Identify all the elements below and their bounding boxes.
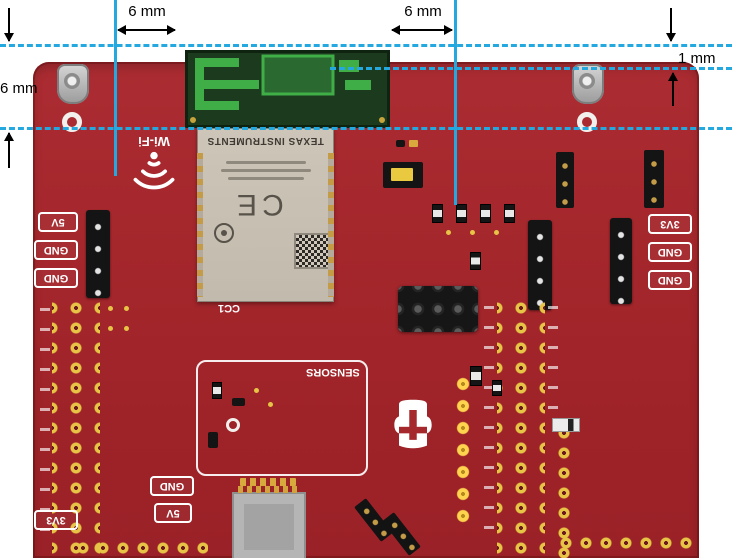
module-fine-print: [221, 169, 311, 172]
rf-module-shield: TEXAS INSTRUMENTS CE: [197, 128, 334, 302]
solder-pad: [494, 230, 499, 235]
solder-pad: [268, 402, 273, 407]
ce-mark: CE: [232, 188, 284, 221]
pin-name-silkscreen: [40, 308, 50, 538]
pin-label-gnd: GND: [648, 242, 692, 262]
wifi-antenna-icon: [126, 150, 182, 202]
pad-column-left: [52, 298, 100, 558]
smd-component: [232, 398, 245, 406]
smd-resistor: [480, 204, 491, 223]
smd-resistor: [456, 204, 467, 223]
pin-label-gnd: GND: [34, 240, 78, 260]
module-designator-label: CC1: [218, 302, 241, 314]
jumper-shunt: [391, 168, 413, 181]
pad-column-center: [450, 370, 476, 530]
dimension-label-right: 1 mm: [678, 50, 716, 67]
switch-component: [644, 150, 664, 208]
dimension-arrow-down-left: [4, 8, 14, 42]
smd-component: [409, 140, 418, 147]
metal-standoff: [572, 64, 604, 104]
pin-label-3v3: 3V3: [34, 510, 78, 530]
guide-line-top: [0, 44, 732, 47]
guide-line-module-top: [330, 67, 732, 70]
pad-strip: [240, 478, 296, 486]
dimension-arrow-up-right: [668, 72, 678, 106]
solder-pad: [446, 230, 451, 235]
pin-label-3v3: 3V3: [648, 214, 692, 234]
pin-label-5v: 5V: [154, 503, 192, 523]
solder-pad: [108, 326, 113, 331]
sensors-label: SENSORS: [306, 366, 360, 378]
dimension-arrow-up-left: [4, 132, 14, 168]
module-fine-print: [228, 177, 304, 180]
guide-line-vertical-right: [454, 0, 457, 205]
power-header-left: [86, 210, 110, 298]
solder-pad: [124, 306, 129, 311]
metal-standoff: [57, 64, 89, 104]
switch-component: [556, 152, 574, 208]
certification-logo-icon: [214, 223, 234, 243]
ic-chip: [232, 486, 306, 558]
pcb-board: [33, 62, 699, 558]
guide-line-board-edge: [0, 127, 732, 130]
smd-component: [208, 432, 218, 448]
pad-row-bottom-right: [556, 532, 696, 554]
guide-line-vertical-left: [114, 0, 117, 176]
aux-header-right: [610, 218, 632, 304]
pin-label-gnd: GND: [648, 270, 692, 290]
pin-label-gnd: GND: [150, 476, 194, 496]
dimension-arrow-top-right: [391, 25, 453, 35]
smd-resistor: [212, 382, 222, 399]
pad-column-right: [497, 298, 545, 558]
solder-pad: [254, 388, 259, 393]
antenna-trace-art: [185, 50, 390, 128]
header-2x4: [398, 286, 478, 332]
smd-component: [396, 140, 405, 147]
dimension-arrow-down-right: [666, 8, 676, 42]
smd-resistor: [504, 204, 515, 223]
test-point: [226, 418, 240, 432]
antenna-pcb: [185, 50, 390, 128]
smd-resistor: [432, 204, 443, 223]
dimension-label-top-right: 6 mm: [404, 3, 442, 20]
pin-label-gnd: GND: [34, 268, 78, 288]
module-brand-text: TEXAS INSTRUMENTS: [207, 135, 324, 146]
smd-resistor: [470, 252, 481, 270]
dimension-label-top-left: 6 mm: [128, 3, 166, 20]
pad-row-bottom-left: [78, 538, 208, 558]
dimension-arrow-top-left: [117, 25, 176, 35]
dimension-label-left: 6 mm: [0, 80, 38, 97]
pin-name-silkscreen: [548, 306, 558, 416]
module-fine-print: [226, 161, 306, 164]
power-header-right: [528, 220, 552, 310]
solder-pad: [108, 306, 113, 311]
pin-label-5v: 5V: [38, 212, 78, 232]
datamatrix-code-icon: [294, 233, 330, 269]
smd-resistor: [470, 366, 482, 386]
pin-name-silkscreen: [484, 306, 494, 536]
solder-pad: [470, 230, 475, 235]
standoff-hole: [64, 73, 80, 89]
ti-logo-icon: [385, 396, 441, 452]
smd-diode: [552, 418, 580, 432]
smd-resistor: [492, 380, 502, 396]
wifi-label: Wi-Fi: [138, 134, 170, 149]
solder-pad: [124, 326, 129, 331]
sensors-outline: SENSORS: [196, 360, 368, 476]
standoff-hole: [579, 73, 595, 89]
